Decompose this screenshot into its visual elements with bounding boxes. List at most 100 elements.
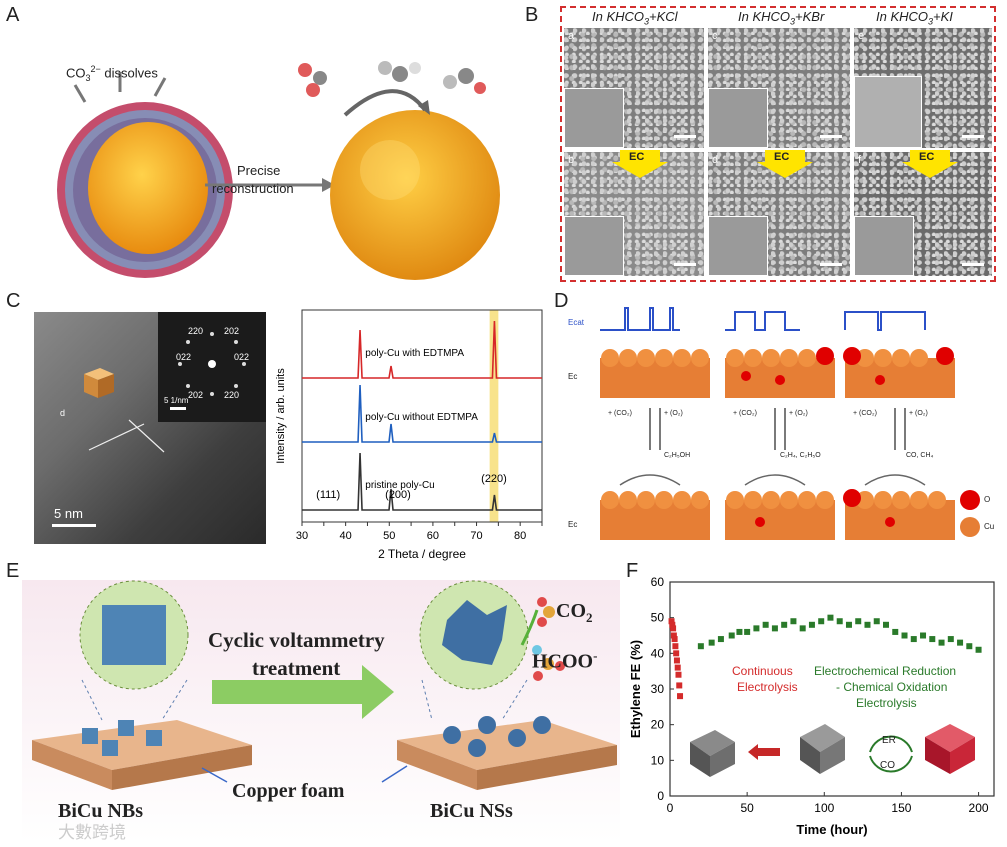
xrd-series-label-0: poly-Cu with EDTMPA [365,348,464,359]
fe-ytick-label: 40 [651,646,665,660]
ec-arrows [612,150,958,178]
fe-point-1 [781,621,788,628]
waveform-3 [844,311,926,331]
fe-point-1 [728,632,735,639]
legend-o-dot [960,490,980,510]
fe-point-0 [670,632,677,639]
sem-image-a: a [564,28,704,148]
xrd-tick-label: 50 [383,530,395,542]
saed-202-b: 202 [188,390,204,400]
fe-point-0 [676,682,683,689]
saed-scale-label: 5 1/nm [164,396,189,405]
copper-nanoparticle [330,110,500,280]
panel-b-label: B [525,4,539,26]
d-o2-1: + (O₂) [664,410,683,417]
xrd-series-label-2: pristine poly-Cu [365,480,434,491]
ec-arrow-1 [612,150,668,178]
d-o2-2: + (O₂) [789,410,808,417]
d-potential-label: Ecat [568,318,585,327]
legend-green-line1: Electrochemical Reduction [814,664,957,678]
xrd-tick-label: 80 [514,530,526,542]
xrd-peak-label: (220) [481,473,507,485]
xrd-plot-frame [301,309,543,523]
fe-ytick-label: 20 [651,718,665,732]
col-kcl-title: In KHCO3+KCl [592,9,678,27]
d-legend-cu-label: Cu [984,522,995,531]
fe-point-0 [673,650,680,657]
fe-ytick-label: 60 [651,575,665,589]
fe-point-0 [677,693,684,700]
surface-slab-top-1 [600,349,710,398]
fe-point-0 [670,625,677,632]
cv-arrow [212,665,394,719]
fe-xlabel: Time (hour) [796,822,867,837]
fe-point-0 [673,657,680,664]
gray-cubes-left [690,730,735,777]
sem-image-d: d [708,152,850,276]
fe-xtick-label: 100 [814,801,834,815]
saed-220-a: 220 [188,326,204,336]
fe-point-1 [947,636,954,643]
d-spacing-label: d [60,408,66,418]
tem-scale-bar [52,524,96,527]
reconstruction-label: reconstruction [212,181,294,196]
legend-green-line2: - Chemical Oxidation [836,680,948,694]
fe-point-1 [736,628,743,635]
er-co-cycle [869,735,913,753]
legend-green-line3: Electrolysis [856,696,917,710]
fe-point-1 [975,646,982,653]
xrd-tick-label: 40 [340,530,352,542]
d-legend-o-label: O [984,495,991,504]
fe-point-1 [827,614,834,621]
xrd-xlabel: 2 Theta / degree [378,547,466,561]
tem-image: 220 202 022 022 202 220 5 1/nm d 5 nm [34,312,266,544]
sem-image-e: e [854,28,992,148]
saed-inset: 220 202 022 022 202 220 5 1/nm [158,312,266,422]
xrd-series-1 [302,384,542,443]
d-product-2: C₂H₄, C₂H₅O [780,452,821,459]
xrd-tick-label: 30 [296,530,308,542]
fe-point-1 [708,639,715,646]
xrd-series-0 [302,320,542,379]
legend-red-line2: Electrolysis [737,680,798,694]
hcoo-label: HCOO- [532,648,598,673]
fe-point-1 [901,632,908,639]
surface-slab-bottom-2 [725,491,835,540]
copper-foam-label: Copper foam [232,780,345,802]
fe-point-0 [668,618,675,625]
panel-e-label: E [6,560,20,582]
cube-icon [84,368,114,398]
fe-point-1 [790,618,797,625]
ec-arrow-2 [757,150,813,178]
xrd-peak-label: (111) [316,489,340,501]
fe-point-1 [753,625,760,632]
fe-point-0 [675,671,682,678]
saed-220-b: 220 [224,390,240,400]
fe-point-1 [883,621,889,628]
fe-point-1 [855,618,862,625]
tem-scale-label: 5 nm [54,506,83,521]
fe-point-1 [910,636,917,643]
fe-ytick-label: 10 [651,753,665,767]
fe-ytick-label: 30 [651,682,665,696]
highlight-220 [489,310,499,522]
fe-xtick-label: 0 [667,801,674,815]
fe-point-1 [799,625,806,632]
panel-c-label: C [6,290,21,312]
panel-e-illustration [32,580,617,790]
ec-label-1: EC [629,151,645,163]
saed-022-a: 022 [176,352,192,362]
xrd-ylabel: Intensity / arb. units [275,368,287,464]
surface-slab-bottom-3 [843,489,955,540]
d-product-1: C₂H₅OH [664,452,691,459]
d-product-3: CO, CH₄ [906,452,934,459]
fe-point-1 [864,621,871,628]
precise-label: Precise [237,163,281,178]
panel-f-cube-illustration [690,724,975,777]
molecule-product1 [378,61,421,82]
red-arrow-left [748,744,780,760]
ec-label-3: EC [919,151,935,163]
fe-ytick-label: 0 [657,789,664,803]
fe-point-1 [762,621,769,628]
